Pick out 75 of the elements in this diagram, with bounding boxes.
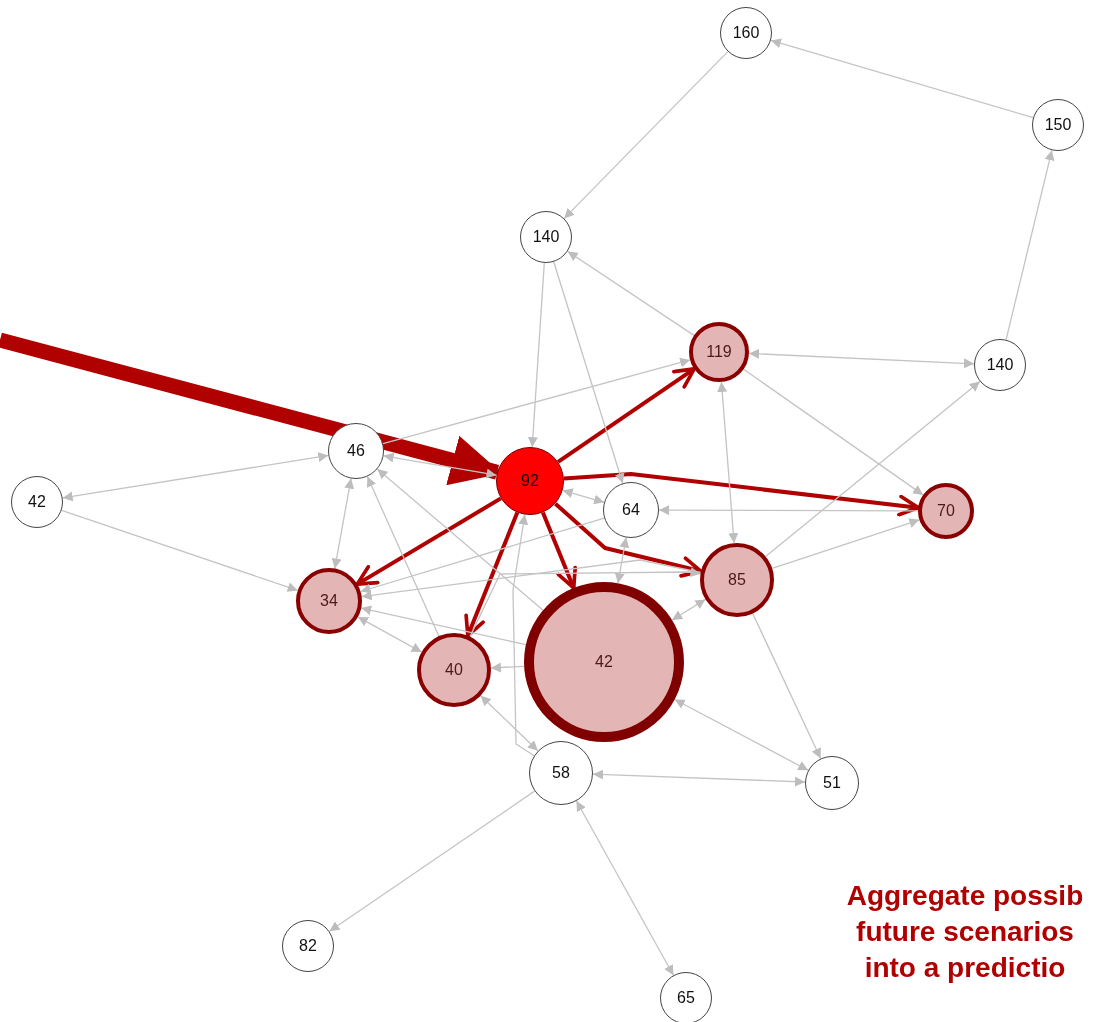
arrow [376,468,544,611]
arrow [331,477,355,570]
node-label: 70 [937,503,955,519]
node-label: 46 [347,443,365,459]
arrow [742,368,924,496]
arrow [366,475,440,637]
arrow [764,380,981,558]
node-label: 85 [728,572,746,588]
node-circle [328,423,384,479]
arrow [1005,149,1055,341]
arrow [554,502,703,578]
arrow [382,452,498,479]
arrow [359,517,605,594]
arrow [748,348,975,369]
arrow [490,662,525,673]
node-label: 64 [622,502,640,518]
arrow [480,695,539,752]
arrow [658,505,919,516]
node-circle [282,920,334,972]
arrow [355,496,502,586]
node-circle [1032,99,1084,151]
node-label: 40 [445,662,463,678]
arrow [382,357,691,445]
arrow [328,790,536,932]
arrow [592,769,806,787]
node-label: 92 [521,473,539,489]
node-label: 140 [532,229,560,245]
node-circle [529,741,593,805]
arrow [512,513,535,757]
arrow [556,367,697,464]
node-label: 160 [732,25,760,41]
arrow [567,250,695,337]
node-circle [720,7,772,59]
arrow [62,452,330,502]
arrow [575,800,675,976]
node-label: 82 [299,938,317,954]
arrow [464,511,520,638]
node-circle [974,339,1026,391]
node-circle [603,482,659,538]
node-circle [496,447,564,515]
arrow [527,262,545,448]
arrow [469,567,702,638]
arrow [357,616,423,653]
arrow [563,50,729,220]
node-circle [11,476,63,528]
caption-text: Aggregate possib future scenarios into a predictio [845,879,1085,985]
arrow [770,38,1034,119]
node-circle [700,543,774,617]
arrow [562,488,605,505]
node-circle [520,211,572,263]
node-label: 34 [320,593,338,609]
arrow [60,509,299,592]
arrow [674,698,809,771]
node-circle [805,756,859,810]
node-label: 51 [823,775,841,791]
arrow [553,261,625,484]
node-label: 119 [706,344,732,360]
node-label: 150 [1044,117,1072,133]
arrow [717,381,739,544]
node-circle [918,483,974,539]
node-label: 140 [986,357,1014,373]
node-label: 58 [552,765,570,781]
arrow [671,598,707,621]
node-circle [660,972,712,1022]
arrow [614,536,630,584]
arrow [361,559,702,601]
node-label: 65 [677,990,695,1006]
arrow [541,511,578,590]
arrow [752,612,822,760]
arrow [771,518,921,570]
node-circle [417,633,491,707]
arrow [360,605,527,646]
node-label: 42 [595,654,613,670]
node-label: 42 [28,494,46,510]
node-circle [689,322,749,382]
